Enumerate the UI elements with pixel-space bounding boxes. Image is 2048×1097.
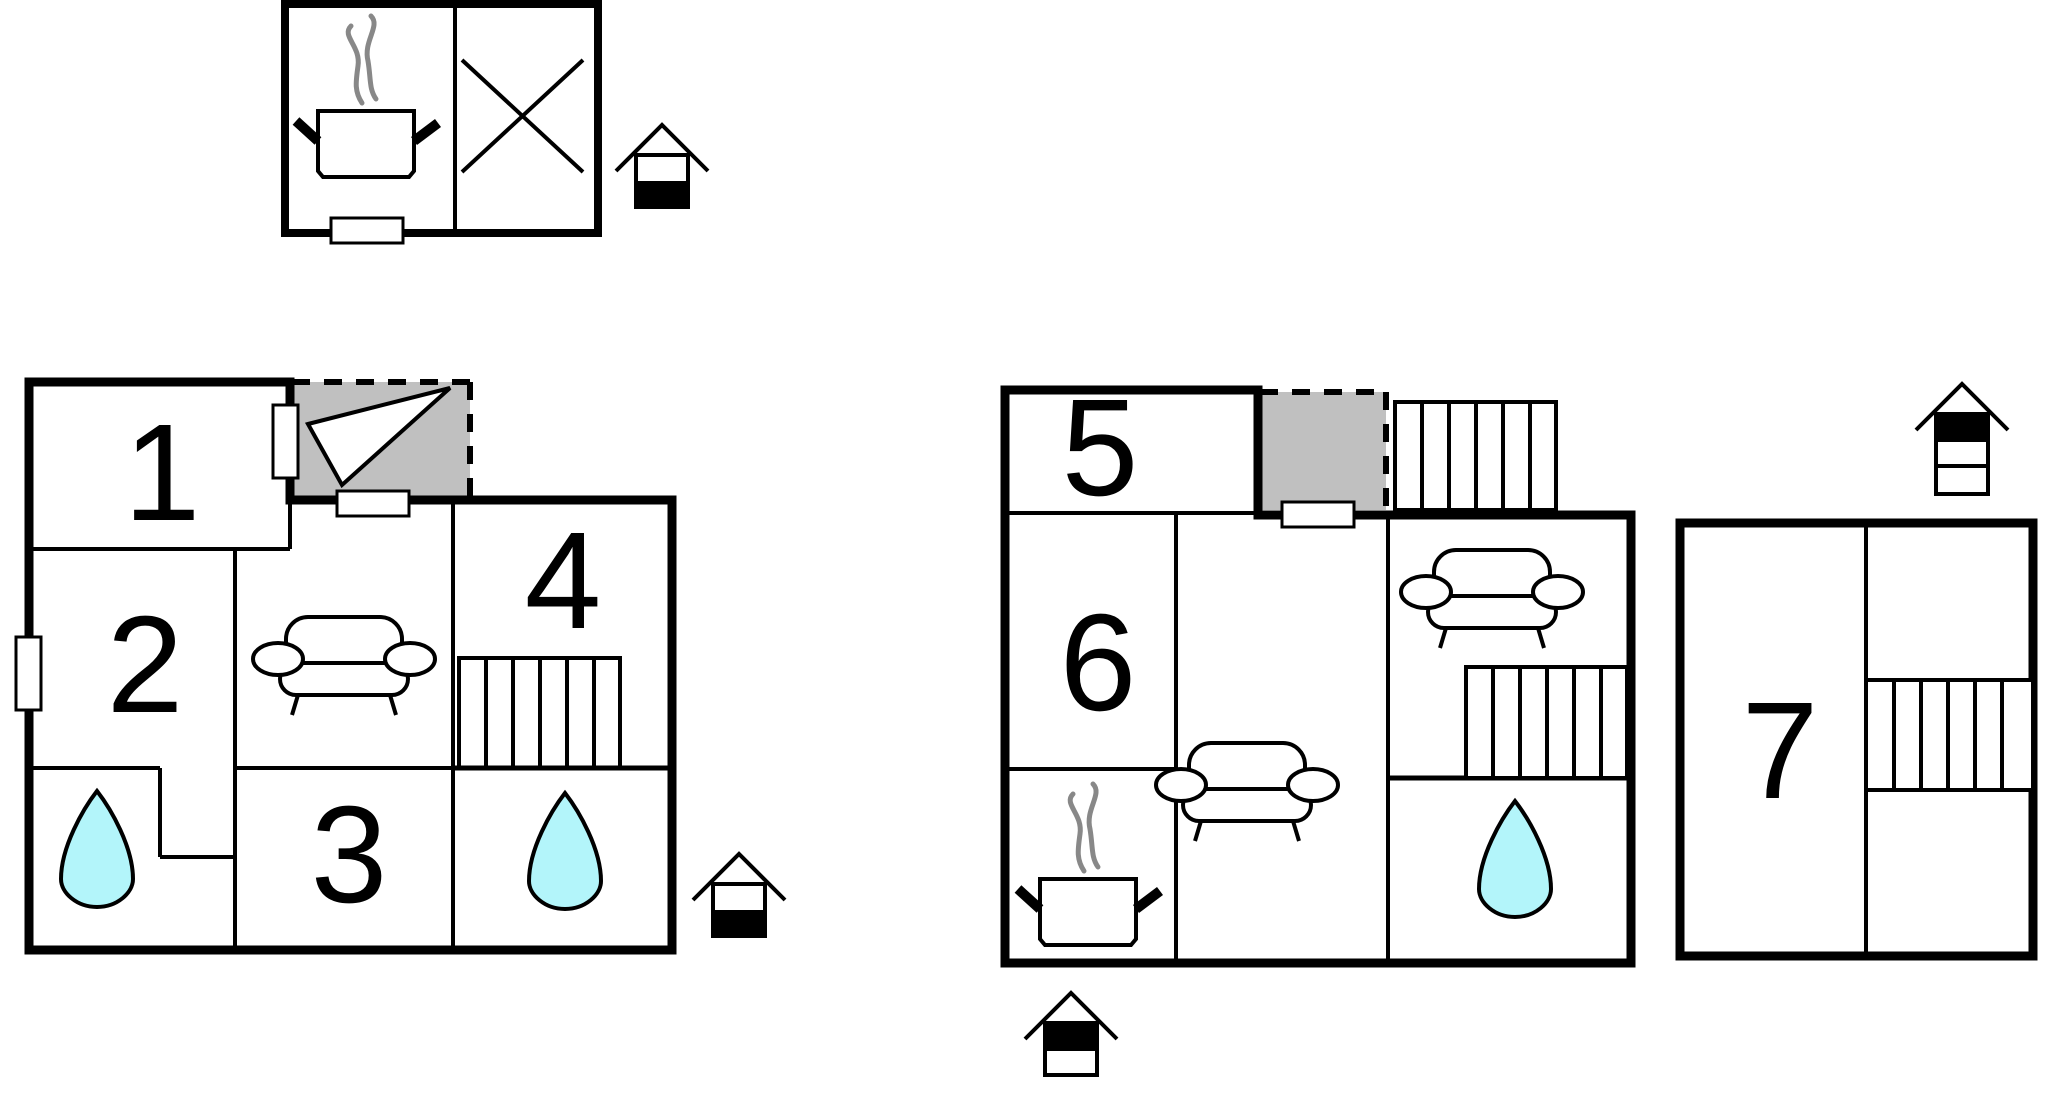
floor-level-icon — [691, 852, 787, 938]
stairs-icon — [1864, 678, 2035, 792]
sofa-icon — [1154, 741, 1340, 843]
room-number-6: 6 — [1060, 586, 1137, 740]
stairs-icon — [1464, 665, 1629, 780]
door — [1280, 500, 1356, 529]
door — [329, 216, 405, 245]
right-building: 7 — [1675, 518, 2038, 961]
sofa-icon — [251, 615, 437, 717]
room-number-1: 1 — [124, 396, 201, 550]
pot-icon — [296, 16, 438, 177]
sofa-icon — [1399, 548, 1585, 650]
floor-level-icon — [1914, 382, 2010, 496]
stairs-icon — [1393, 400, 1558, 512]
room-number-4: 4 — [525, 504, 602, 658]
water-drop-icon — [59, 789, 135, 909]
terrace-area — [1260, 392, 1386, 510]
water-drop-icon — [527, 791, 603, 911]
room-number-5: 5 — [1062, 371, 1139, 525]
room-number-3: 3 — [311, 778, 388, 932]
middle-building: 5 6 — [1000, 371, 1636, 968]
outbuilding — [281, 0, 602, 245]
left-building: 1 2 3 4 — [14, 377, 677, 955]
water-drop-icon — [1477, 799, 1553, 919]
stairs-icon — [453, 656, 672, 771]
floor-level-icon — [1023, 991, 1119, 1077]
room-number-7: 7 — [1742, 674, 1819, 828]
window — [14, 635, 43, 712]
room-number-2: 2 — [107, 588, 184, 742]
pot-icon — [1018, 784, 1160, 945]
door — [335, 489, 411, 518]
terrace-icon — [304, 386, 452, 489]
door — [271, 403, 300, 480]
floor-level-icon — [614, 123, 710, 209]
